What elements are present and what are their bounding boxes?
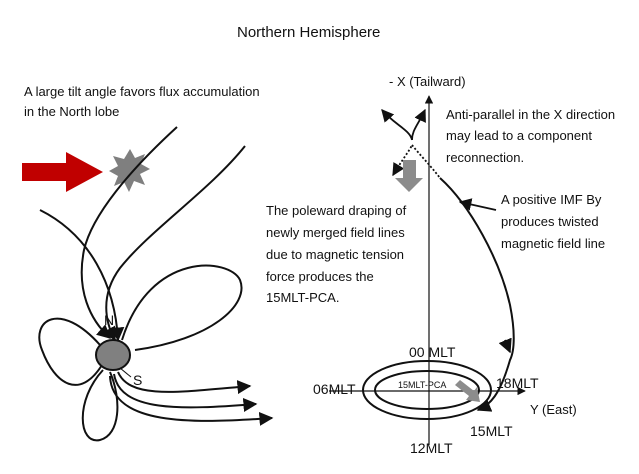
label-n: N (104, 312, 115, 328)
reconnection-starburst (109, 149, 150, 192)
reconnection-x-lines (381, 108, 441, 179)
magnetosphere-field-lines (38, 126, 274, 442)
draping-note-line-3: due to magnetic tension (266, 247, 405, 262)
draping-note-line-2: newly merged field lines (266, 225, 405, 240)
imf-note-line-3: magnetic field line (501, 236, 606, 251)
twisted-line-arrow (498, 337, 512, 354)
pca-direction-arrow (455, 380, 480, 402)
reconnection-note-line-3: reconnection. (446, 150, 525, 165)
label-s: S (133, 372, 143, 388)
reconnection-note-line-1: Anti-parallel in the X direction (446, 107, 616, 122)
mlt-label-12: 12MLT (410, 440, 453, 456)
mlt-outer-oval (362, 360, 492, 420)
poleward-draping-arrow (395, 160, 423, 192)
diagram-title: Northern Hemisphere (237, 24, 381, 41)
left-caption-line-2: in the North lobe (24, 104, 120, 119)
imf-note-line-1: A positive IMF By (501, 192, 602, 207)
draping-note-line-4: force produces the (266, 269, 374, 284)
imf-note-line-2: produces twisted (501, 214, 599, 229)
mlt-label-15-pca: 15MLT-PCA (398, 380, 447, 390)
y-axis-label: Y (East) (530, 402, 577, 417)
imf-pointer-line (458, 198, 497, 211)
reconnection-note-line-2: may lead to a component (446, 128, 592, 143)
mlt-inner-oval (374, 370, 480, 410)
earth (95, 339, 131, 371)
mlt-label-06: 06MLT (313, 381, 356, 397)
mlt-label-18: 18MLT (496, 375, 539, 391)
draping-note-line-5: 15MLT-PCA. (266, 290, 340, 305)
left-caption-line-1: A large tilt angle favors flux accumulat… (24, 84, 260, 99)
solar-wind-arrow (22, 152, 103, 192)
x-axis-label: - X (Tailward) (389, 74, 466, 89)
mlt-label-00: 00 MLT (409, 344, 456, 360)
draping-note-line-1: The poleward draping of (266, 203, 407, 218)
s-label-leader (119, 367, 132, 378)
mlt-label-15: 15MLT (470, 423, 513, 439)
twisted-field-line (439, 177, 515, 412)
